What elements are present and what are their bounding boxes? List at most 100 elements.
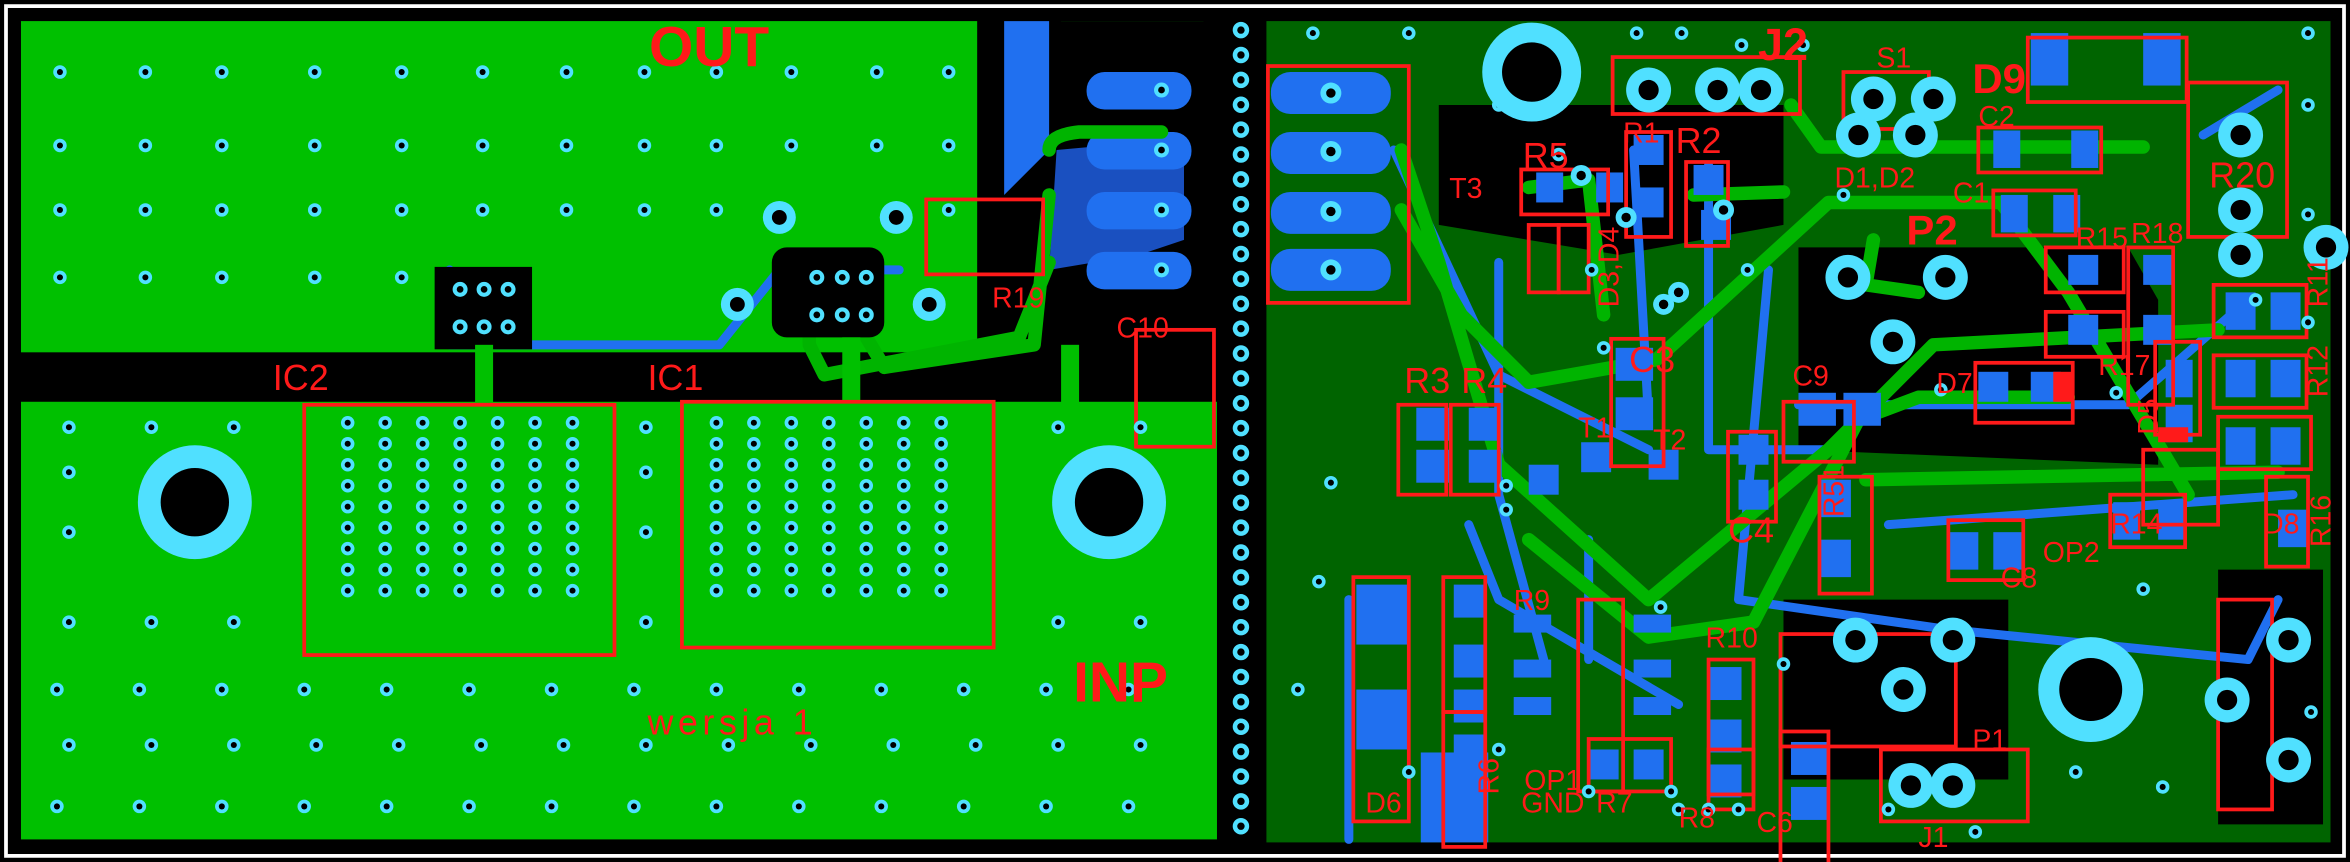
via-hole bbox=[863, 482, 870, 489]
label-r11: R11 bbox=[2303, 257, 2335, 307]
via-hole bbox=[218, 142, 225, 149]
via-hole bbox=[457, 545, 464, 552]
via-hole bbox=[713, 587, 720, 594]
label-c9: C9 bbox=[1792, 360, 1828, 392]
via-hole bbox=[900, 482, 907, 489]
via-hole bbox=[938, 587, 945, 594]
via-hole bbox=[1555, 151, 1562, 158]
component-outline bbox=[1556, 223, 1591, 295]
via-hole bbox=[1657, 604, 1664, 611]
component-outline bbox=[1610, 55, 1802, 116]
via-hole bbox=[53, 803, 60, 810]
connector-pad bbox=[1086, 72, 1192, 110]
smd-pad bbox=[2143, 314, 2174, 345]
via-hole bbox=[750, 524, 757, 531]
smd-pad bbox=[1513, 659, 1552, 678]
smd-pad bbox=[1468, 449, 1502, 483]
smd-pad bbox=[1738, 434, 1769, 465]
via-hole bbox=[900, 503, 907, 510]
component-outline bbox=[2211, 283, 2309, 340]
via-hole bbox=[311, 69, 318, 76]
component-outline bbox=[1396, 402, 1449, 497]
label-r51: R51 bbox=[1818, 465, 1850, 517]
via-hole bbox=[1237, 797, 1245, 806]
component-outline bbox=[1624, 130, 1673, 239]
component-outline bbox=[1609, 336, 1666, 469]
via-hole bbox=[642, 619, 649, 626]
via-hole bbox=[419, 482, 426, 489]
via-hole bbox=[1673, 287, 1684, 298]
smd-pad bbox=[1513, 614, 1552, 633]
via-hole bbox=[457, 566, 464, 573]
via-hole bbox=[569, 419, 576, 426]
via-hole bbox=[863, 524, 870, 531]
smd-pad bbox=[2270, 427, 2301, 465]
via-hole bbox=[960, 803, 967, 810]
via-hole bbox=[457, 440, 464, 447]
via-hole bbox=[713, 686, 720, 693]
via-hole bbox=[1055, 741, 1062, 749]
via-hole bbox=[825, 503, 832, 510]
via-hole bbox=[900, 545, 907, 552]
via-hole bbox=[419, 587, 426, 594]
copper-area bbox=[1004, 21, 1050, 195]
via-hole bbox=[56, 69, 63, 76]
ic2-tab bbox=[475, 344, 494, 405]
via-hole bbox=[863, 503, 870, 510]
smd-pad bbox=[1633, 135, 1664, 165]
via-hole bbox=[1237, 822, 1245, 830]
label-ic1: IC1 bbox=[647, 357, 703, 398]
smd-pad bbox=[1356, 584, 1409, 645]
smd-pad bbox=[1588, 749, 1619, 780]
via-hole bbox=[2305, 211, 2312, 218]
via-hole bbox=[1237, 250, 1245, 258]
via-hole bbox=[479, 69, 486, 76]
smd-pad bbox=[1416, 449, 1450, 483]
via-hole bbox=[218, 69, 225, 76]
label-r4: R4 bbox=[1461, 360, 1507, 401]
via-hole bbox=[532, 440, 539, 447]
via-hole bbox=[713, 545, 720, 552]
via-hole bbox=[419, 461, 426, 468]
smd-pad bbox=[1528, 464, 1559, 495]
smd-pad bbox=[2068, 254, 2099, 285]
via-hole bbox=[383, 686, 390, 693]
label-j1: J1 bbox=[1918, 822, 1948, 854]
via-hole bbox=[813, 311, 821, 319]
via-hole bbox=[311, 142, 318, 149]
via-hole bbox=[788, 419, 795, 426]
component-outline bbox=[2141, 447, 2220, 527]
label-r14: R14 bbox=[2110, 509, 2162, 541]
via-hole bbox=[504, 323, 512, 331]
label-j2: J2 bbox=[1758, 19, 1808, 70]
label-c10: C10 bbox=[1117, 312, 1169, 344]
smd-pad bbox=[1416, 407, 1450, 441]
via-hole bbox=[142, 69, 149, 76]
via-hole bbox=[2159, 783, 2166, 790]
via-hole bbox=[1237, 51, 1245, 59]
via-hole bbox=[569, 482, 576, 489]
via-hole bbox=[1315, 578, 1322, 585]
via-hole bbox=[1055, 424, 1062, 431]
via-hole bbox=[65, 469, 72, 476]
via-hole bbox=[479, 206, 486, 213]
via-hole bbox=[1237, 101, 1245, 109]
smd-pad bbox=[1738, 479, 1769, 510]
component-outline bbox=[1706, 657, 1756, 797]
via-hole bbox=[890, 741, 897, 749]
via-hole bbox=[532, 482, 539, 489]
via-hole bbox=[1845, 629, 1866, 651]
via-hole bbox=[218, 803, 225, 810]
via-hole bbox=[863, 461, 870, 468]
via-hole bbox=[456, 323, 464, 331]
via-hole bbox=[713, 503, 720, 510]
via-hole bbox=[65, 741, 72, 749]
label-d1d2: D1,D2 bbox=[1834, 162, 1915, 194]
via-hole bbox=[344, 482, 351, 489]
via-hole bbox=[1237, 499, 1245, 507]
polarity-mark bbox=[2053, 371, 2072, 402]
via-hole bbox=[532, 545, 539, 552]
r19-outline bbox=[924, 197, 1045, 277]
via-hole bbox=[419, 524, 426, 531]
via-hole bbox=[311, 274, 318, 281]
